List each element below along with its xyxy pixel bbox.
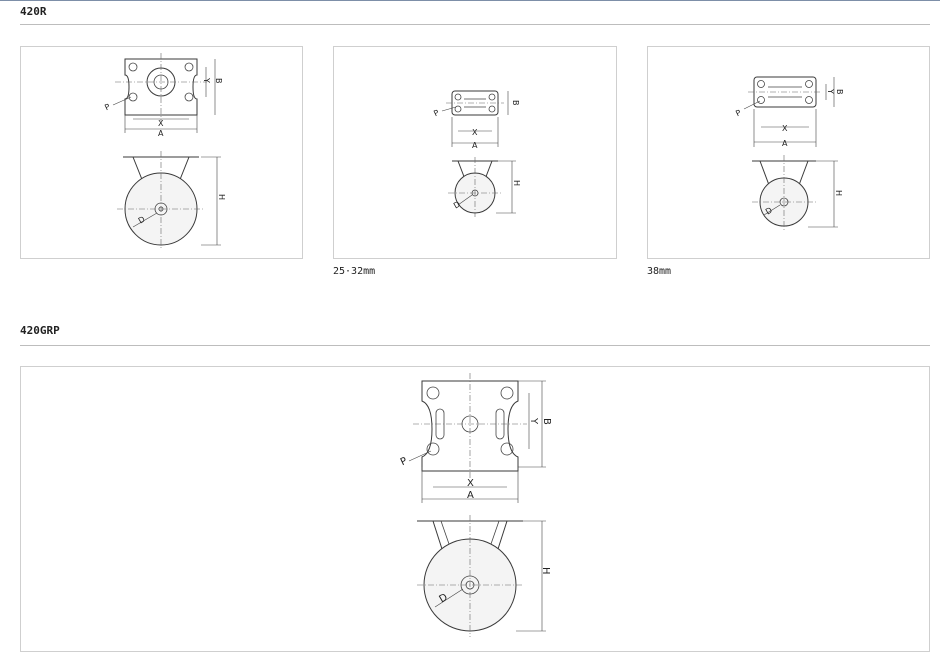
label-a: A — [158, 129, 164, 138]
section-title-420r: 420R — [20, 5, 47, 18]
label-x: X — [158, 119, 164, 128]
drawing-panel-1: X A Y B P D H — [20, 46, 303, 259]
caption-25-32mm: 25·32mm — [333, 266, 376, 277]
label-b: B — [541, 418, 552, 425]
label-d: D — [452, 200, 462, 211]
label-p: P — [103, 102, 111, 112]
caption-38mm: 38mm — [647, 266, 672, 277]
label-a: A — [472, 141, 478, 150]
label-y: Y — [202, 77, 211, 83]
caster-drawing-large: X A Y B P D H — [399, 373, 552, 637]
caster-drawing-2: X A B P D H — [432, 90, 521, 217]
label-x: X — [782, 124, 788, 133]
label-d: D — [137, 215, 147, 226]
label-y: Y — [528, 417, 539, 425]
section-title-420grp: 420GRP — [20, 324, 60, 337]
label-a: A — [467, 490, 474, 501]
label-x: X — [467, 478, 474, 489]
drawing-panel-2: X A B P D H — [333, 46, 617, 259]
label-h: H — [540, 567, 551, 575]
label-p: P — [432, 108, 440, 118]
label-d: D — [764, 206, 774, 217]
label-p: P — [734, 108, 742, 118]
caster-drawing-1: X A Y B P D H — [103, 53, 226, 249]
label-y: Y — [826, 88, 835, 94]
section-divider — [20, 24, 930, 25]
section-divider — [20, 345, 930, 346]
label-p: P — [399, 456, 409, 469]
caster-drawing-3: X A Y B P D H — [734, 76, 844, 231]
label-h: H — [512, 180, 521, 186]
label-b: B — [214, 78, 223, 84]
drawing-panel-large: X A Y B P D H — [20, 366, 930, 652]
label-x: X — [472, 128, 478, 137]
top-border — [0, 0, 940, 1]
label-b: B — [511, 100, 520, 106]
label-b: B — [835, 89, 844, 95]
label-h: H — [834, 190, 843, 196]
label-h: H — [217, 194, 226, 200]
drawing-panel-3: X A Y B P D H — [647, 46, 930, 259]
label-a: A — [782, 139, 788, 148]
